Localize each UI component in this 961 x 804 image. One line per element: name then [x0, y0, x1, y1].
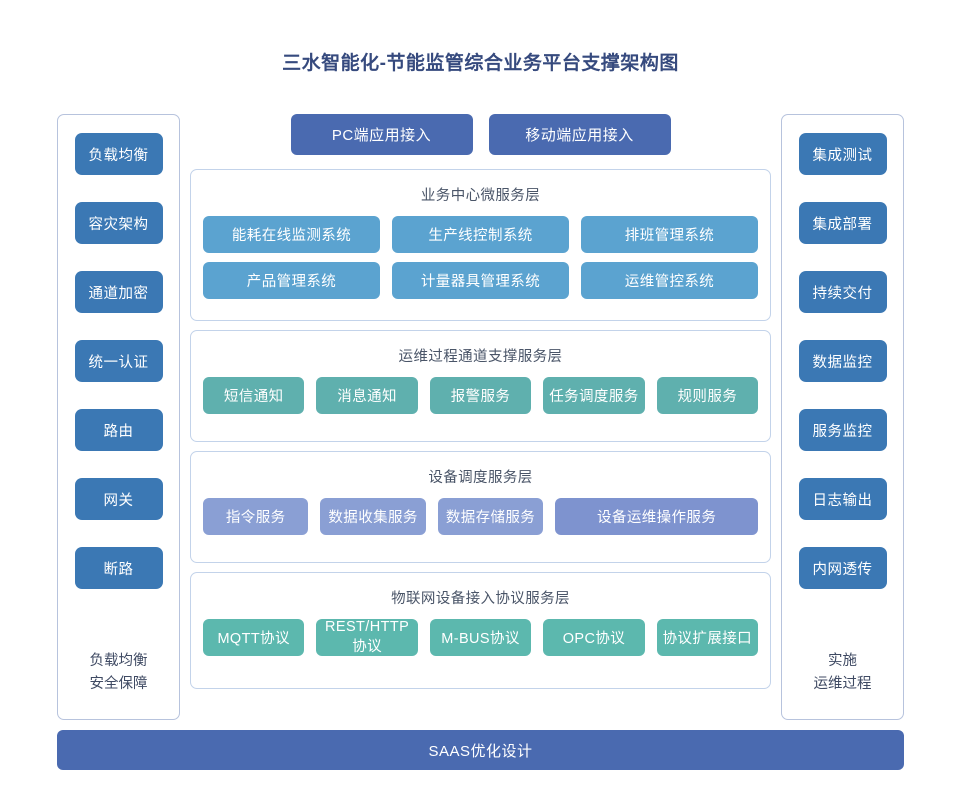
right-panel-item-3[interactable]: 持续交付: [798, 271, 887, 313]
right-panel-footer-line-2: 运维过程: [813, 675, 872, 692]
node-command-service[interactable]: 指令服务: [203, 498, 309, 535]
layer-iot-rows: MQTT协议 REST/HTTP协议 M-BUS协议 OPC协议 协议扩展接口: [203, 619, 759, 656]
node-device-ops-operation-service[interactable]: 设备运维操作服务: [555, 498, 759, 535]
access-button-mobile[interactable]: 移动端应用接入: [488, 114, 671, 155]
layer-business-row-1: 能耗在线监测系统 生产线控制系统 排班管理系统: [203, 216, 758, 253]
left-panel-item-2[interactable]: 容灾架构: [74, 202, 163, 244]
access-buttons-row: PC端应用接入 移动端应用接入: [190, 114, 771, 155]
right-panel-item-5[interactable]: 服务监控: [798, 409, 887, 451]
layer-device-rows: 指令服务 数据收集服务 数据存储服务 设备运维操作服务: [203, 498, 759, 535]
right-panel-footer-line-1: 实施: [828, 653, 857, 670]
node-ops-control-system[interactable]: 运维管控系统: [581, 262, 758, 299]
right-panel-item-6[interactable]: 日志输出: [798, 478, 887, 520]
node-opc-protocol[interactable]: OPC协议: [543, 619, 645, 656]
right-panel-item-1[interactable]: 集成测试: [798, 133, 887, 175]
left-panel: 负载均衡 容灾架构 通道加密 统一认证 路由 网关 断路 负载均衡 安全保障: [57, 114, 180, 720]
layer-iot-protocol: 物联网设备接入协议服务层 MQTT协议 REST/HTTP协议 M-BUS协议 …: [190, 572, 771, 689]
layer-ops-channel-support: 运维过程通道支撑服务层 短信通知 消息通知 报警服务 任务调度服务 规则服务: [190, 330, 771, 442]
access-button-pc[interactable]: PC端应用接入: [290, 114, 473, 155]
layer-ops-title: 运维过程通道支撑服务层: [398, 349, 563, 365]
layer-stack: 业务中心微服务层 能耗在线监测系统 生产线控制系统 排班管理系统 产品管理系统 …: [190, 169, 771, 720]
left-panel-item-4[interactable]: 统一认证: [74, 340, 163, 382]
layer-device-scheduling: 设备调度服务层 指令服务 数据收集服务 数据存储服务 设备运维操作服务: [190, 451, 771, 563]
node-rest-http-protocol[interactable]: REST/HTTP协议: [316, 619, 418, 656]
center-column: PC端应用接入 移动端应用接入 业务中心微服务层 能耗在线监测系统 生产线控制系…: [190, 114, 771, 720]
left-panel-item-5[interactable]: 路由: [74, 409, 163, 451]
left-panel-footer-line-2: 安全保障: [89, 675, 148, 692]
layer-business-microservice: 业务中心微服务层 能耗在线监测系统 生产线控制系统 排班管理系统 产品管理系统 …: [190, 169, 771, 321]
page-title: 三水智能化-节能监管综合业务平台支撑架构图: [282, 53, 679, 74]
left-panel-item-3[interactable]: 通道加密: [74, 271, 163, 313]
node-protocol-extension-interface[interactable]: 协议扩展接口: [656, 619, 759, 656]
right-panel-footer: 实施 运维过程: [814, 650, 872, 705]
layer-business-title: 业务中心微服务层: [420, 188, 541, 204]
bottom-bar-saas[interactable]: SAAS优化设计: [57, 730, 904, 770]
node-mbus-protocol[interactable]: M-BUS协议: [429, 619, 532, 656]
node-task-scheduling-service[interactable]: 任务调度服务: [543, 377, 645, 414]
layer-business-row-2: 产品管理系统 计量器具管理系统 运维管控系统: [203, 262, 758, 299]
node-rule-service[interactable]: 规则服务: [656, 377, 759, 414]
right-panel-item-4[interactable]: 数据监控: [798, 340, 887, 382]
layer-device-title: 设备调度服务层: [428, 470, 533, 486]
layer-iot-row-1: MQTT协议 REST/HTTP协议 M-BUS协议 OPC协议 协议扩展接口: [203, 619, 759, 656]
node-production-line-control-system[interactable]: 生产线控制系统: [392, 216, 569, 253]
layer-ops-rows: 短信通知 消息通知 报警服务 任务调度服务 规则服务: [203, 377, 759, 414]
left-panel-item-7[interactable]: 断路: [74, 547, 163, 589]
layer-ops-row-1: 短信通知 消息通知 报警服务 任务调度服务 规则服务: [203, 377, 759, 414]
node-sms-notification[interactable]: 短信通知: [203, 377, 305, 414]
node-product-management-system[interactable]: 产品管理系统: [203, 262, 380, 299]
layer-iot-title: 物联网设备接入协议服务层: [391, 591, 570, 607]
diagram-body: 负载均衡 容灾架构 通道加密 统一认证 路由 网关 断路 负载均衡 安全保障 P…: [57, 114, 904, 720]
right-panel: 集成测试 集成部署 持续交付 数据监控 服务监控 日志输出 内网透传 实施 运维…: [781, 114, 904, 720]
layer-business-rows: 能耗在线监测系统 生产线控制系统 排班管理系统 产品管理系统 计量器具管理系统 …: [203, 216, 758, 299]
node-mqtt-protocol[interactable]: MQTT协议: [203, 619, 305, 656]
node-alarm-service[interactable]: 报警服务: [429, 377, 532, 414]
layer-device-row-1: 指令服务 数据收集服务 数据存储服务 设备运维操作服务: [203, 498, 759, 535]
node-message-notification[interactable]: 消息通知: [316, 377, 418, 414]
left-panel-item-6[interactable]: 网关: [74, 478, 163, 520]
node-data-storage-service[interactable]: 数据存储服务: [437, 498, 544, 535]
node-metering-device-management-system[interactable]: 计量器具管理系统: [392, 262, 569, 299]
node-shift-management-system[interactable]: 排班管理系统: [581, 216, 758, 253]
left-panel-footer: 负载均衡 安全保障: [90, 650, 148, 705]
node-data-collection-service[interactable]: 数据收集服务: [320, 498, 426, 535]
left-panel-item-1[interactable]: 负载均衡: [74, 133, 163, 175]
right-panel-item-7[interactable]: 内网透传: [798, 547, 887, 589]
node-energy-monitoring-system[interactable]: 能耗在线监测系统: [203, 216, 380, 253]
right-panel-item-2[interactable]: 集成部署: [798, 202, 887, 244]
left-panel-footer-line-1: 负载均衡: [89, 653, 148, 670]
